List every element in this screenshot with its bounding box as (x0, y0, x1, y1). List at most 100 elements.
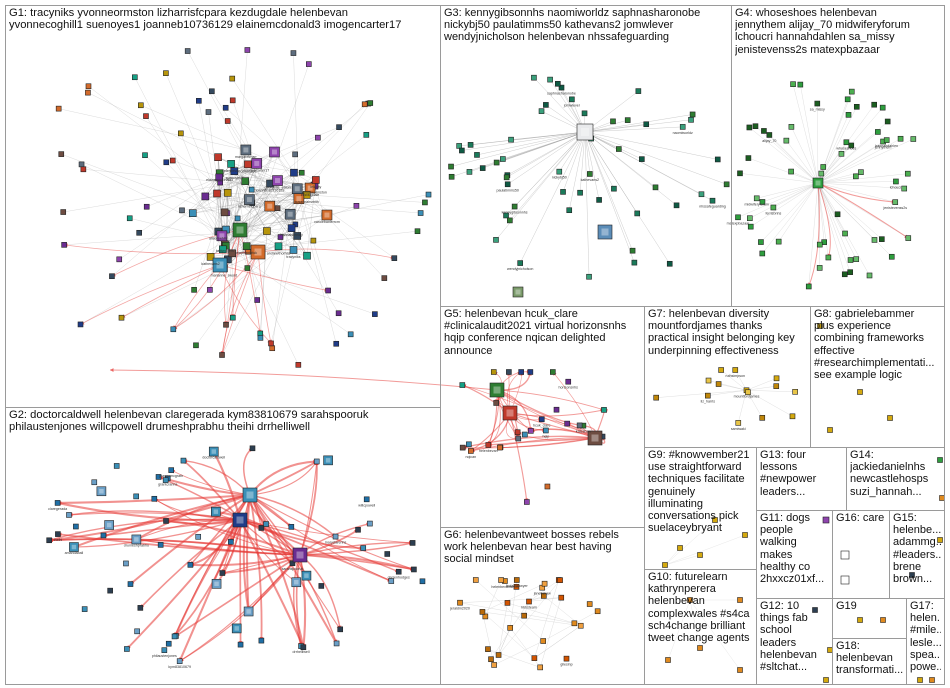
node-avatar[interactable] (479, 609, 486, 615)
node-avatar[interactable] (610, 118, 616, 125)
node-avatar[interactable] (69, 542, 79, 552)
node-avatar[interactable] (857, 389, 863, 395)
node-avatar[interactable] (917, 677, 923, 683)
node-avatar[interactable] (558, 84, 565, 91)
node-avatar[interactable] (73, 523, 79, 530)
node-avatar[interactable] (230, 167, 239, 175)
node-avatar[interactable] (104, 520, 114, 530)
node-avatar[interactable] (55, 531, 61, 537)
node-avatar[interactable] (596, 197, 602, 203)
node-avatar[interactable] (783, 137, 790, 144)
node-avatar[interactable] (142, 152, 148, 159)
node-avatar[interactable] (409, 540, 416, 546)
node-avatar[interactable] (459, 382, 466, 388)
node-avatar[interactable] (248, 186, 255, 193)
node-avatar[interactable] (513, 577, 520, 583)
node-avatar[interactable] (289, 246, 298, 254)
node-avatar[interactable] (325, 287, 331, 294)
node-avatar[interactable] (323, 455, 333, 466)
node-avatar[interactable] (853, 103, 860, 110)
node-avatar[interactable] (937, 537, 943, 543)
node-avatar[interactable] (816, 241, 823, 248)
node-avatar[interactable] (714, 156, 721, 163)
node-avatar[interactable] (81, 606, 88, 612)
node-avatar[interactable] (643, 121, 650, 128)
node-avatar[interactable] (277, 234, 284, 240)
node-avatar[interactable] (818, 170, 825, 177)
node-avatar[interactable] (790, 81, 796, 87)
node-avatar[interactable] (875, 129, 881, 135)
node-avatar[interactable] (58, 151, 65, 157)
node-avatar[interactable] (737, 170, 743, 177)
hub-avatar[interactable] (587, 430, 603, 446)
node-avatar[interactable] (558, 594, 565, 601)
node-avatar[interactable] (134, 628, 140, 635)
node-avatar[interactable] (318, 583, 325, 589)
node-avatar[interactable] (155, 474, 162, 480)
hub-avatar[interactable] (597, 224, 613, 240)
hub-avatar[interactable] (812, 177, 824, 189)
node-avatar[interactable] (586, 601, 593, 607)
node-avatar[interactable] (577, 189, 583, 196)
node-avatar[interactable] (697, 645, 703, 651)
node-avatar[interactable] (312, 176, 320, 184)
hub-avatar[interactable] (232, 512, 248, 528)
node-avatar[interactable] (243, 606, 254, 617)
node-avatar[interactable] (310, 237, 317, 244)
node-avatar[interactable] (611, 185, 617, 192)
node-avatar[interactable] (107, 587, 113, 594)
node-avatar[interactable] (127, 581, 134, 587)
node-avatar[interactable] (577, 622, 584, 629)
node-avatar[interactable] (888, 253, 895, 260)
node-avatar[interactable] (292, 151, 298, 158)
node-avatar[interactable] (60, 209, 67, 215)
node-avatar[interactable] (272, 175, 283, 186)
node-avatar[interactable] (180, 457, 187, 464)
node-avatar[interactable] (538, 416, 545, 423)
node-avatar[interactable] (184, 48, 191, 54)
node-avatar[interactable] (773, 375, 780, 382)
node-avatar[interactable] (367, 520, 373, 527)
node-avatar[interactable] (775, 238, 782, 245)
node-avatar[interactable] (206, 253, 215, 261)
node-avatar[interactable] (201, 192, 210, 201)
node-avatar[interactable] (269, 146, 280, 158)
node-avatar[interactable] (474, 152, 480, 158)
node-avatar[interactable] (333, 340, 340, 347)
node-avatar[interactable] (448, 173, 455, 180)
node-avatar[interactable] (290, 50, 297, 56)
node-avatar[interactable] (268, 340, 274, 347)
hub-avatar[interactable] (250, 244, 266, 260)
node-avatar[interactable] (315, 134, 321, 141)
node-avatar[interactable] (820, 164, 827, 170)
node-avatar[interactable] (766, 132, 773, 138)
node-avatar[interactable] (363, 132, 370, 138)
node-avatar[interactable] (123, 560, 129, 567)
node-avatar[interactable] (527, 428, 534, 434)
node-avatar[interactable] (66, 512, 72, 518)
node-avatar[interactable] (493, 400, 499, 406)
node-avatar[interactable] (697, 552, 703, 558)
node-avatar[interactable] (893, 178, 899, 185)
node-avatar[interactable] (842, 230, 848, 237)
node-avatar[interactable] (244, 47, 251, 53)
node-avatar[interactable] (789, 413, 796, 420)
node-avatar[interactable] (55, 105, 62, 112)
node-avatar[interactable] (215, 173, 223, 182)
node-avatar[interactable] (737, 667, 743, 673)
node-avatar[interactable] (735, 420, 742, 426)
node-avatar[interactable] (566, 207, 573, 214)
node-avatar[interactable] (747, 215, 753, 222)
node-avatar[interactable] (219, 245, 227, 254)
node-avatar[interactable] (216, 230, 228, 242)
node-avatar[interactable] (504, 181, 511, 188)
node-avatar[interactable] (355, 526, 361, 533)
node-avatar[interactable] (219, 570, 226, 576)
node-avatar[interactable] (823, 677, 829, 683)
node-avatar[interactable] (258, 525, 265, 531)
node-avatar[interactable] (468, 448, 474, 454)
node-avatar[interactable] (493, 237, 499, 243)
node-avatar[interactable] (137, 605, 144, 611)
node-avatar[interactable] (162, 477, 169, 483)
node-avatar[interactable] (564, 420, 570, 427)
